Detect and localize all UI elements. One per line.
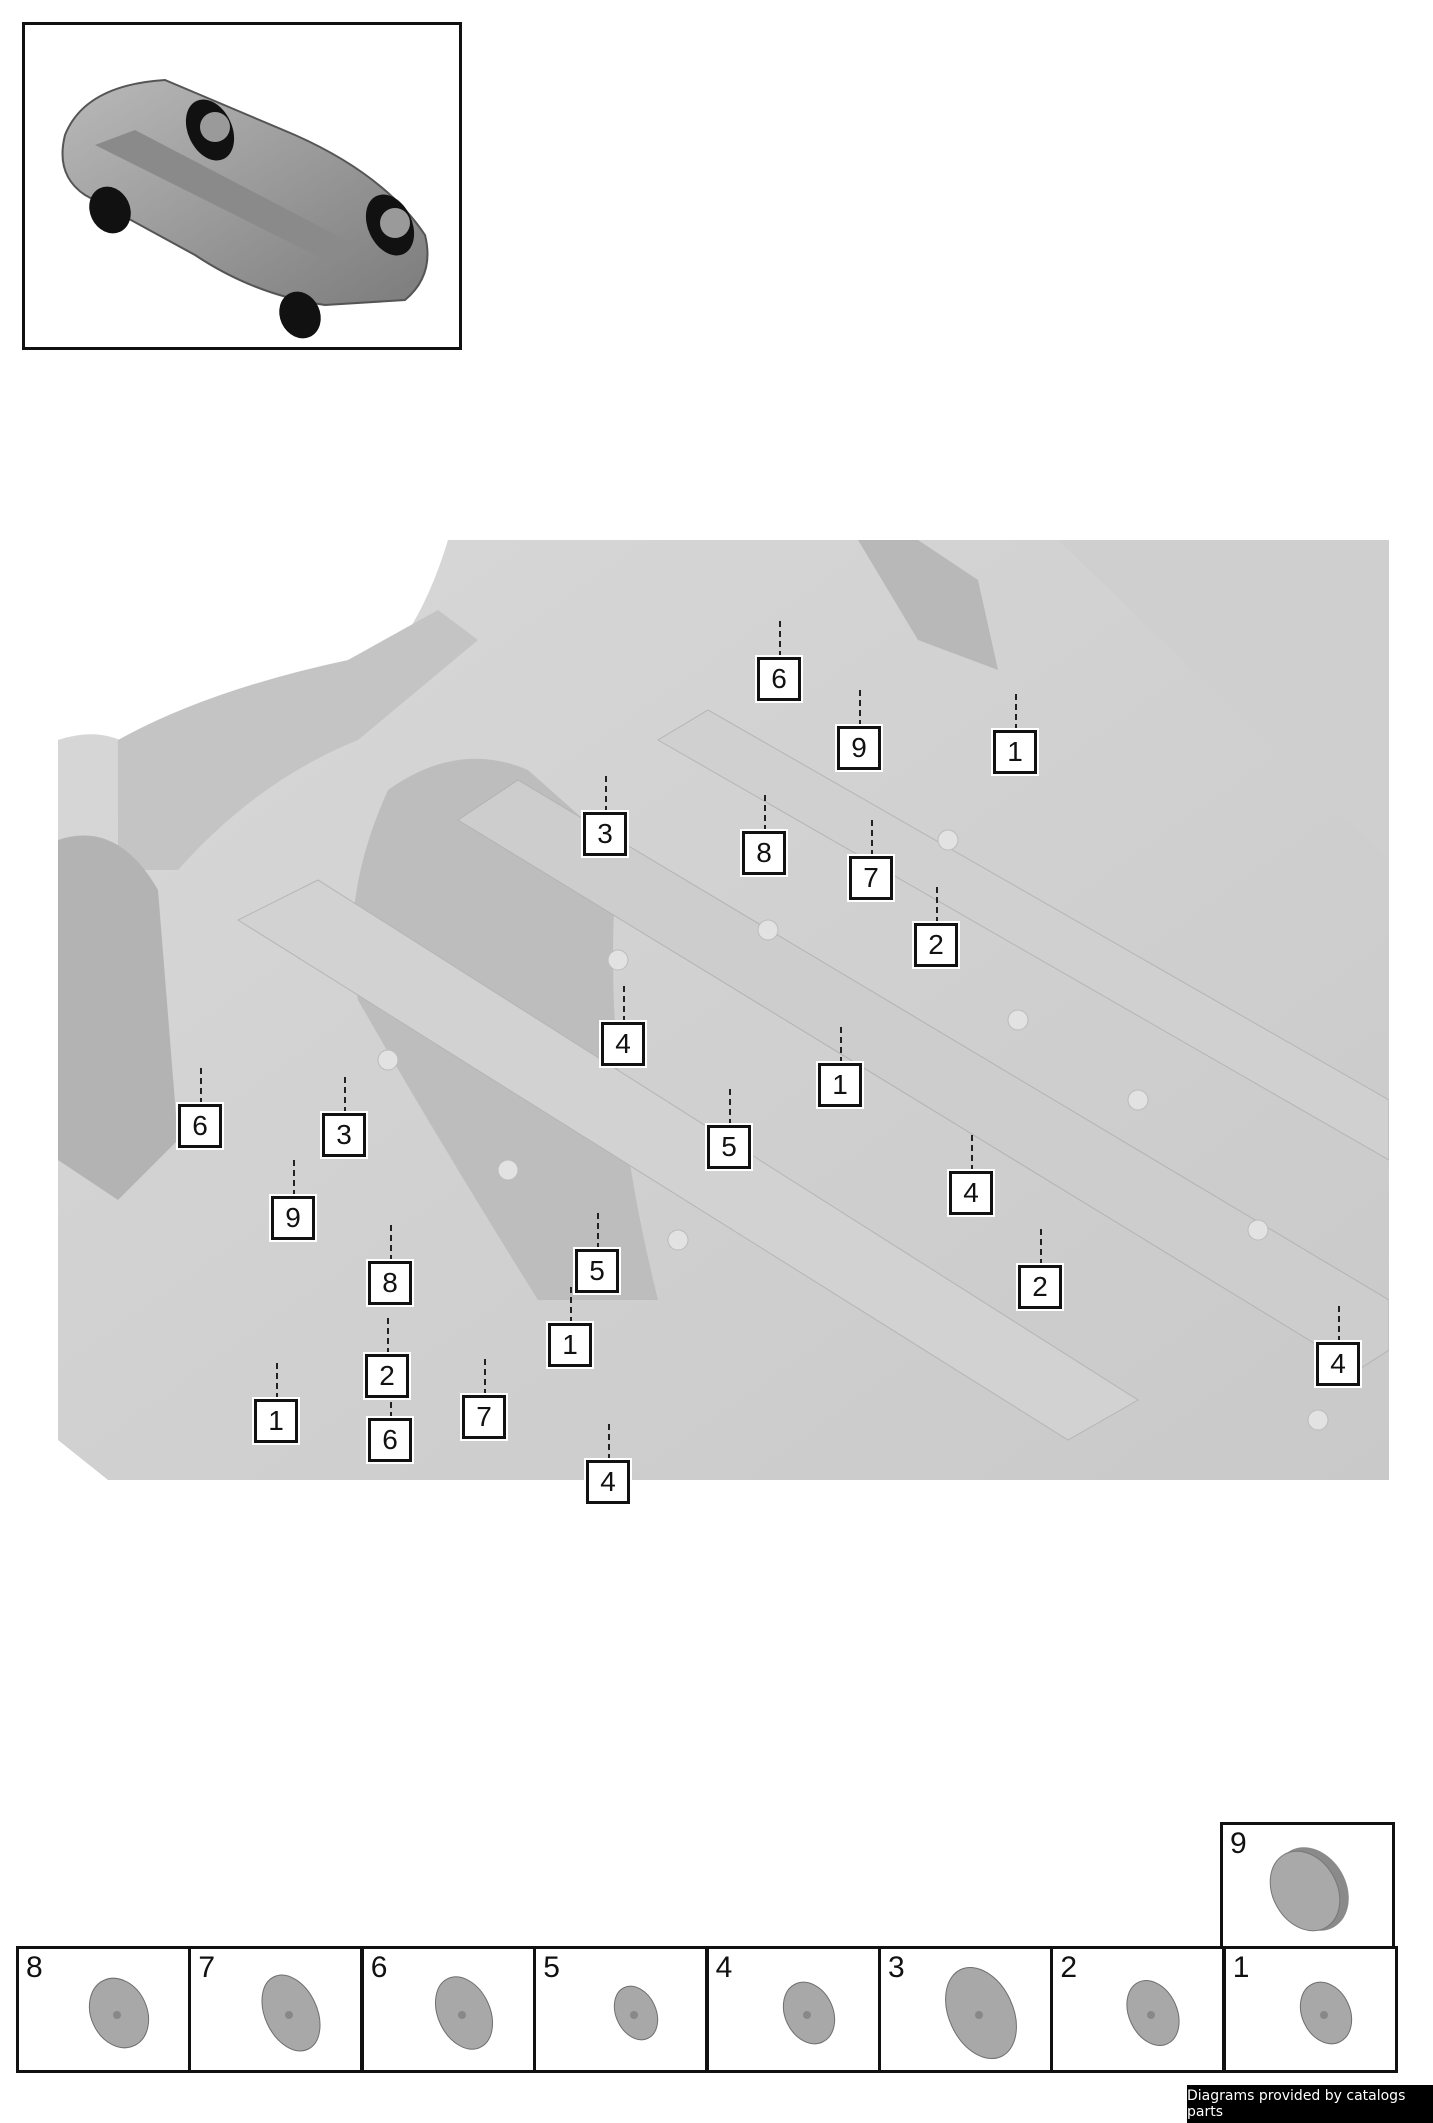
callout-3[interactable]: 3 <box>583 812 627 856</box>
leader-line <box>971 1135 973 1171</box>
leader-line <box>1040 1229 1042 1265</box>
leader-line <box>293 1160 295 1196</box>
callout-4[interactable]: 4 <box>586 1460 630 1504</box>
underbody-diagram <box>58 540 1389 1480</box>
leader-line <box>859 690 861 726</box>
plug-icon <box>1299 1981 1352 2045</box>
plug-icon <box>945 1966 1017 2060</box>
legend-cell-8[interactable]: 8 <box>16 1946 191 2073</box>
leader-line <box>623 986 625 1022</box>
callout-4[interactable]: 4 <box>949 1171 993 1215</box>
overview-thumbnail <box>22 22 462 350</box>
plug-icon <box>261 1974 321 2052</box>
legend-number: 8 <box>26 1951 43 1984</box>
legend-cell-6[interactable]: 6 <box>360 1946 536 2073</box>
callout-8[interactable]: 8 <box>742 831 786 875</box>
callout-9[interactable]: 9 <box>271 1196 315 1240</box>
legend-number: 4 <box>715 1951 733 1984</box>
leader-line <box>200 1068 202 1104</box>
legend-number: 9 <box>1230 1827 1247 1860</box>
vehicle-underbody-icon <box>61 78 429 339</box>
legend-cell-2[interactable]: 2 <box>1050 1946 1226 2073</box>
plug-icon <box>1126 1980 1180 2046</box>
plug-icon <box>782 1981 835 2045</box>
leader-line <box>387 1318 389 1354</box>
leader-line <box>871 820 873 856</box>
callout-2[interactable]: 2 <box>365 1354 409 1398</box>
callout-6[interactable]: 6 <box>178 1104 222 1148</box>
callout-7[interactable]: 7 <box>849 856 893 900</box>
callout-7[interactable]: 7 <box>462 1395 506 1439</box>
callout-2[interactable]: 2 <box>1018 1265 1062 1309</box>
callout-1[interactable]: 1 <box>254 1399 298 1443</box>
leader-line <box>570 1287 572 1323</box>
callout-2[interactable]: 2 <box>914 923 958 967</box>
legend-number: 1 <box>1232 1951 1250 1984</box>
leader-line <box>344 1077 346 1113</box>
leader-line <box>779 621 781 657</box>
callout-5[interactable]: 5 <box>575 1249 619 1293</box>
legend-cell-4[interactable]: 4 <box>705 1946 881 2073</box>
leader-line <box>276 1363 278 1399</box>
legend-number: 6 <box>370 1951 388 1984</box>
legend-number: 3 <box>888 1951 905 1984</box>
legend-number: 7 <box>198 1951 216 1984</box>
leader-line <box>608 1424 610 1460</box>
legend-cell-3[interactable]: 3 <box>878 1946 1053 2073</box>
leader-line <box>1338 1306 1340 1342</box>
leader-line <box>936 887 938 923</box>
underbody-panel-illustration <box>58 540 1389 1480</box>
plug-cap-icon <box>1269 1847 1349 1932</box>
plug-icon <box>614 1985 659 2041</box>
callout-9[interactable]: 9 <box>837 726 881 770</box>
leader-line <box>390 1225 392 1261</box>
callout-1[interactable]: 1 <box>993 730 1037 774</box>
legend-cell-7[interactable]: 7 <box>188 1946 364 2073</box>
callout-4[interactable]: 4 <box>601 1022 645 1066</box>
legend-number: 2 <box>1060 1951 1078 1984</box>
callout-6[interactable]: 6 <box>757 657 801 701</box>
leader-line <box>390 1382 392 1418</box>
leader-line <box>840 1027 842 1063</box>
legend-cell-1[interactable]: 1 <box>1222 1946 1398 2073</box>
legend-cell-5[interactable]: 5 <box>533 1946 709 2073</box>
leader-line <box>1015 694 1017 730</box>
leader-line <box>484 1359 486 1395</box>
leader-line <box>764 795 766 831</box>
credit-badge: Diagrams provided by catalogs parts <box>1187 2085 1433 2123</box>
callout-5[interactable]: 5 <box>707 1125 751 1169</box>
callout-6[interactable]: 6 <box>368 1418 412 1462</box>
callout-1[interactable]: 1 <box>818 1063 862 1107</box>
callout-4[interactable]: 4 <box>1316 1342 1360 1386</box>
legend-number: 5 <box>543 1951 560 1984</box>
callout-1[interactable]: 1 <box>548 1323 592 1367</box>
plug-icon <box>434 1976 493 2050</box>
plug-icon <box>88 1977 150 2049</box>
leader-line <box>605 776 607 812</box>
callout-8[interactable]: 8 <box>368 1261 412 1305</box>
callout-3[interactable]: 3 <box>322 1113 366 1157</box>
leader-line <box>729 1089 731 1125</box>
leader-line <box>597 1213 599 1249</box>
legend-cell-9[interactable]: 9 <box>1220 1822 1395 1949</box>
